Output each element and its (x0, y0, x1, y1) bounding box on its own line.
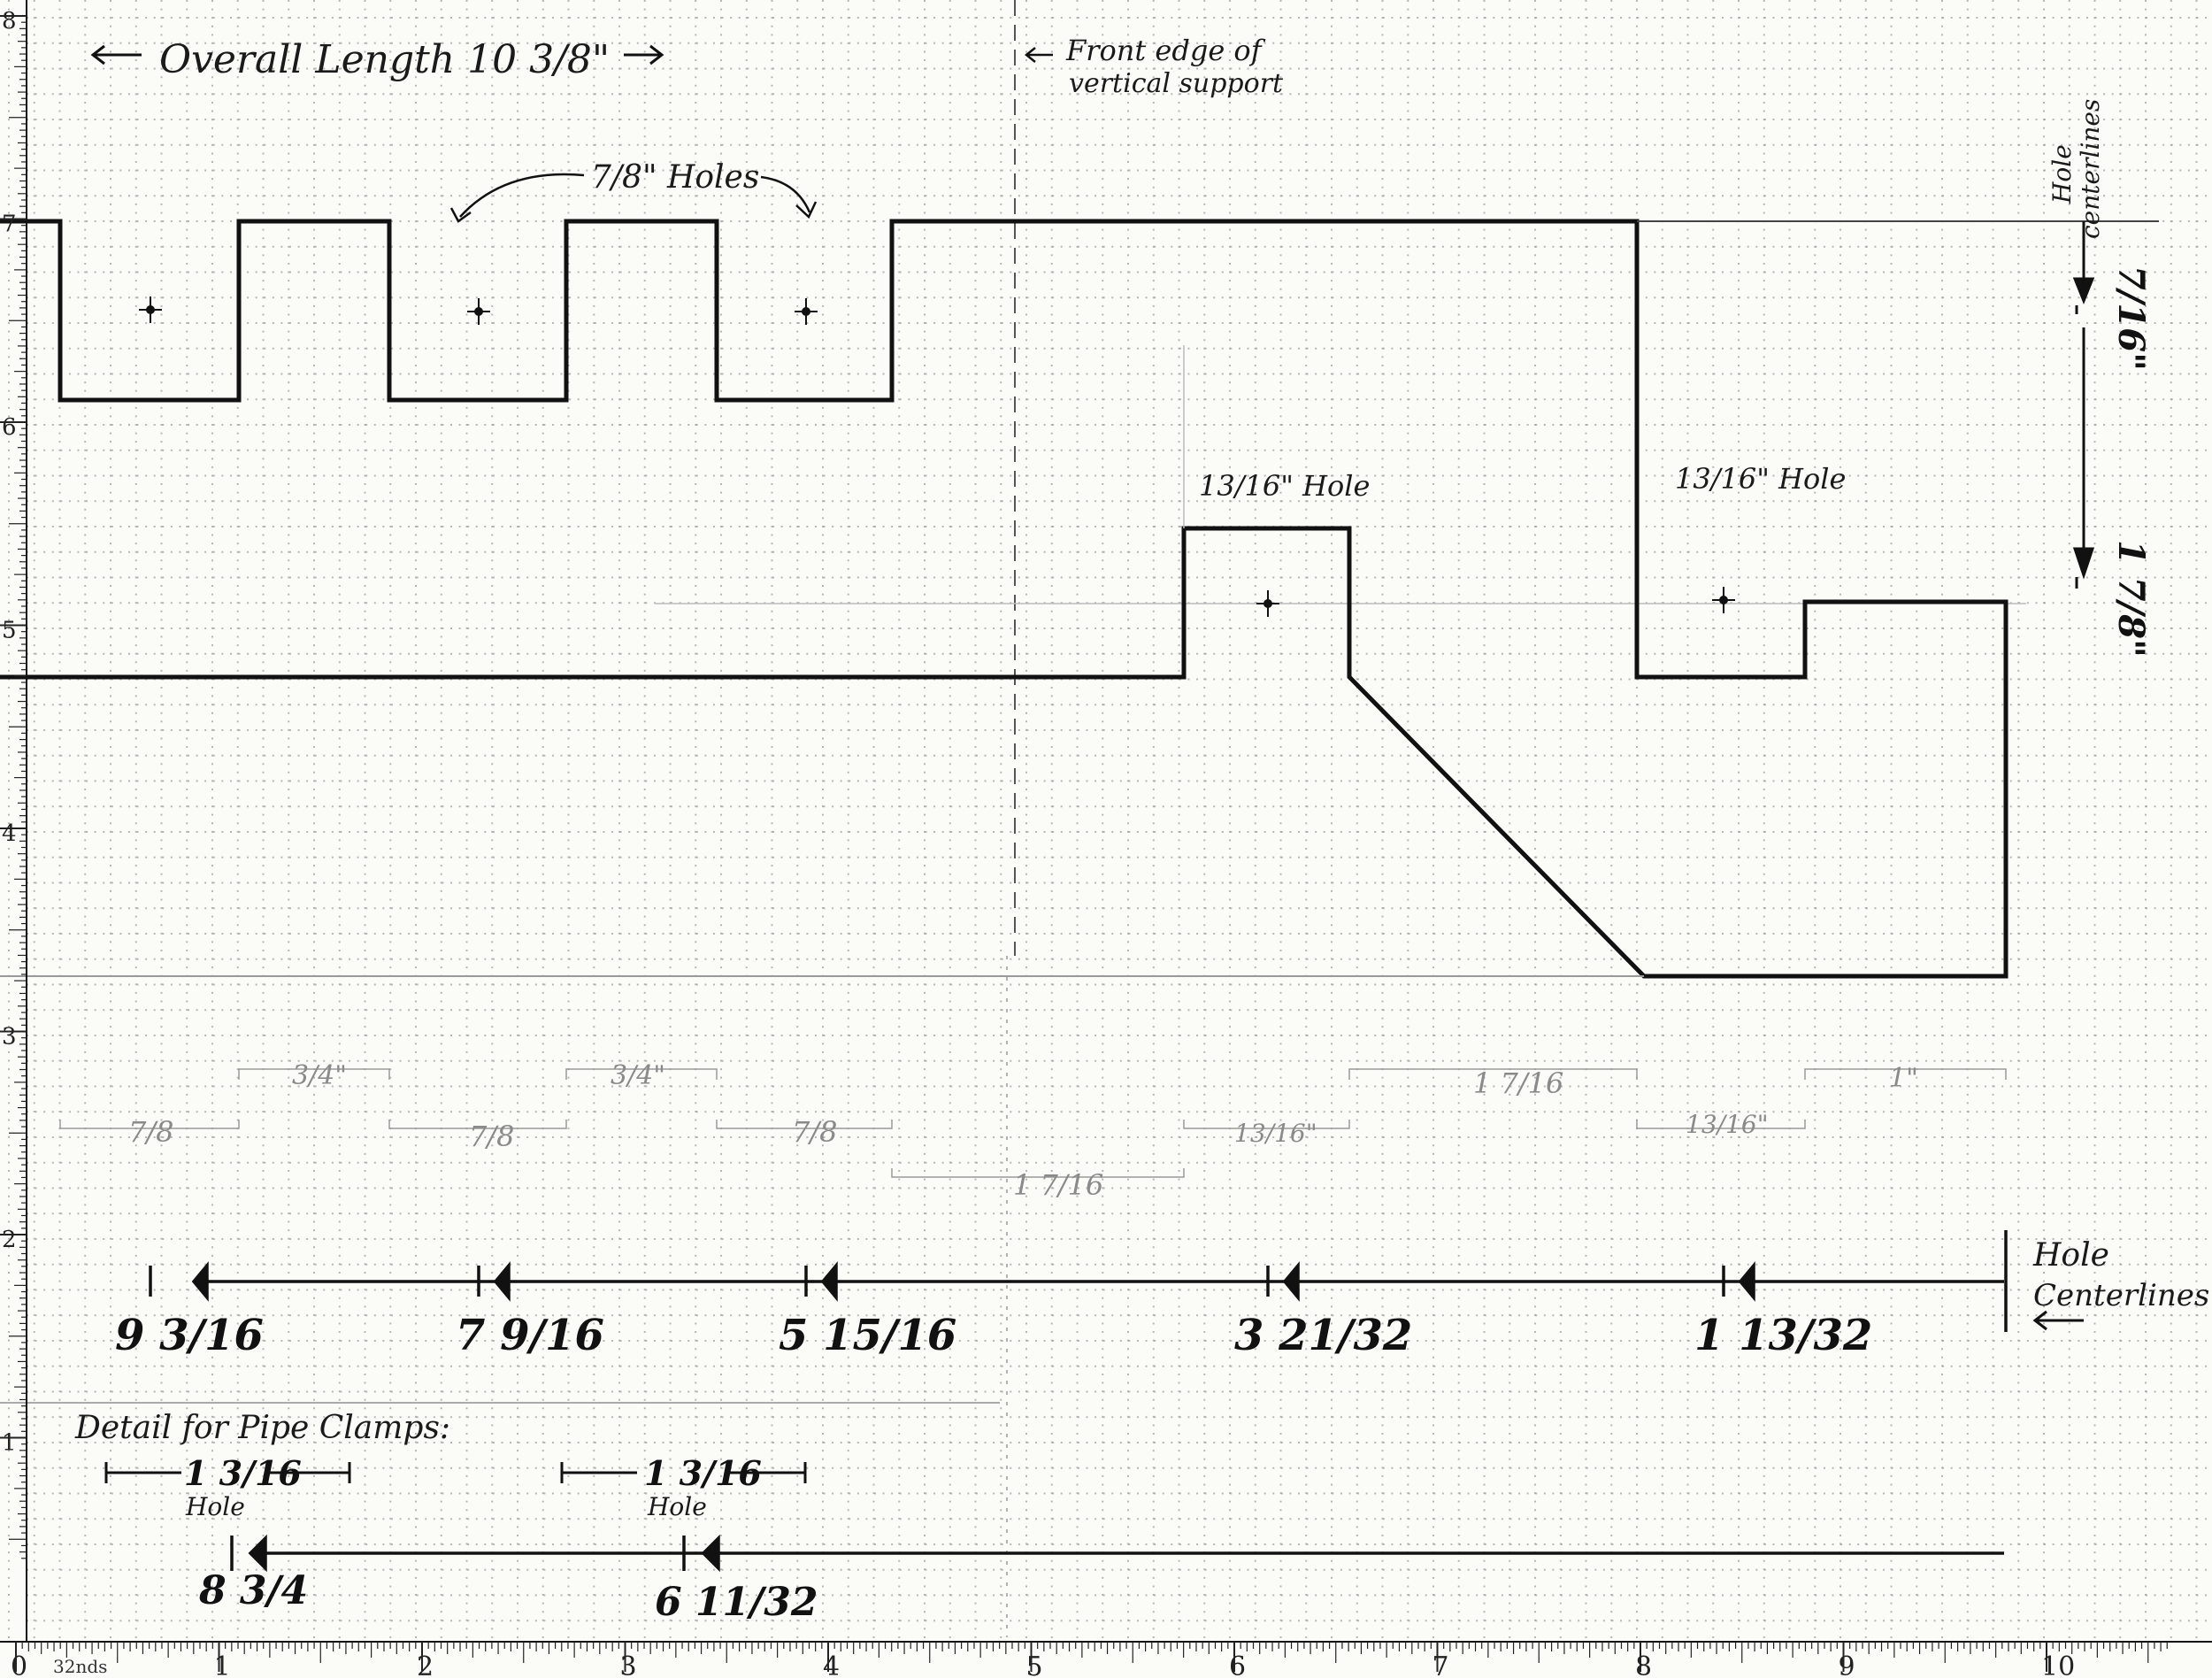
ruler-label: 7 (1432, 1651, 1449, 1678)
centerline-dim-2: 7 9/16 (456, 1311, 604, 1360)
right-arrow-icon (624, 44, 664, 65)
detail-span-b (560, 1462, 807, 1483)
faint-dim-middle-5: 13/16" (1686, 1110, 1769, 1139)
holes-78-label: 7/8" Holes (591, 159, 759, 196)
faint-dim-middle-3: 7/8 (792, 1115, 838, 1149)
ruler-label: 0 (11, 1651, 27, 1678)
left-ruler: 8 7 6 5 4 3 2 1 (0, 0, 27, 1642)
hole-1316-label-a: 13/16" Hole (1199, 469, 1370, 503)
hole-1316-label-b: 13/16" Hole (1675, 462, 1846, 496)
left-arrow-icon (1024, 47, 1053, 63)
faint-dim-lower-1: 1 7/16 (1013, 1168, 1103, 1202)
detail-span-a (104, 1462, 351, 1483)
left-arrowhead-icon (701, 1534, 720, 1573)
part-outline (0, 219, 2008, 979)
left-arrowhead-icon (493, 1261, 511, 1302)
detail-dim-b: 6 11/32 (655, 1580, 818, 1625)
right-dim-upper-group: 7/16" (2110, 266, 2152, 371)
ruler-label: 6 (2, 414, 17, 441)
ruler-unit-label: 32nds (53, 1656, 107, 1677)
hole-centerlines-top-text-1: Hole (2047, 144, 2077, 204)
ruler-label: 1 (214, 1651, 231, 1678)
detail-dim-a: 8 3/4 (198, 1568, 308, 1613)
centerline-dim-4: 3 21/32 (1234, 1311, 1412, 1360)
detail-heading: Detail for Pipe Clamps: (74, 1410, 450, 1446)
centerline-dim-5: 1 13/32 (1694, 1311, 1872, 1360)
left-arrowhead-icon (248, 1534, 267, 1573)
centerline-dim-1: 9 3/16 (115, 1311, 264, 1360)
front-edge-text-1: Front edge of (1065, 34, 1266, 67)
right-vertical-dimensions (2072, 221, 2095, 589)
front-edge-annotation: Front edge of vertical support (1024, 34, 1284, 99)
detail-span-b-sub: Hole (647, 1492, 707, 1521)
hole-centerlines-top-text-2: centerlines (2076, 99, 2105, 239)
centerline-dim-3: 5 15/16 (779, 1311, 956, 1360)
holes-78-callout: 7/8" Holes (449, 159, 818, 223)
ruler-label: 6 (1229, 1651, 1246, 1678)
overall-length-annotation: Overall Length 10 3/8" (90, 37, 664, 82)
ruler-label: 1 (2, 1430, 17, 1457)
detail-span-a-text: 1 3/16 (184, 1453, 302, 1493)
hole-center-marks (139, 296, 1735, 617)
left-arrow-icon (2032, 1310, 2084, 1331)
faint-dim-upper-3: 1 7/16 (1473, 1066, 1563, 1100)
faint-dim-middle-1: 7/8 (128, 1115, 174, 1149)
detail-span-a-sub: Hole (185, 1492, 245, 1521)
ruler-label: 3 (620, 1651, 637, 1678)
detail-dimension-row (230, 1534, 2004, 1573)
ruler-label: 9 (1839, 1651, 1855, 1678)
hole-center-mark (1712, 587, 1735, 613)
down-arrowhead-icon (2072, 547, 2095, 580)
bottom-ruler: 0 1 2 3 4 5 6 7 8 9 10 (0, 1641, 2212, 1678)
hole-center-mark (139, 296, 162, 323)
down-arrowhead-icon (2072, 277, 2095, 305)
faint-dim-upper-1: 3/4" (292, 1060, 347, 1091)
left-arrowhead-icon (191, 1261, 209, 1302)
arrowhead-icon (795, 201, 818, 219)
ruler-label: 5 (1026, 1651, 1043, 1678)
faint-dimension-lines (59, 1068, 2007, 1178)
ruler-label: 2 (2, 1227, 17, 1253)
hole-center-mark (795, 298, 818, 325)
centerline-dimension-row (149, 1230, 2008, 1332)
hole-center-mark (1256, 590, 1279, 617)
ruler-label: 8 (2, 8, 17, 35)
right-dim-upper: 7/16" (2110, 266, 2152, 371)
left-arrowhead-icon (1282, 1261, 1300, 1302)
hole-centerlines-right-text-2: Centerlines (2033, 1278, 2209, 1313)
right-dim-lower: 1 7/8" (2110, 540, 2152, 658)
ruler-label: 2 (417, 1651, 434, 1678)
ruler-label: 5 (2, 618, 17, 644)
left-arrow-icon (90, 44, 142, 65)
faint-dim-upper-2: 3/4" (611, 1060, 665, 1091)
faint-dim-middle-2: 7/8 (469, 1120, 515, 1153)
left-arrowhead-icon (1738, 1261, 1755, 1302)
ruler-label: 3 (2, 1024, 17, 1051)
hole-centerlines-top-label: Hole centerlines (2047, 99, 2105, 239)
right-dim-lower-group: 1 7/8" (2110, 540, 2152, 658)
hole-centerlines-right-text-1: Hole (2032, 1237, 2109, 1274)
curved-arrow-icon (459, 173, 585, 218)
ruler-label: 7 (2, 212, 17, 238)
ruler-label: 10 (2041, 1651, 2075, 1678)
overall-length-text: Overall Length 10 3/8" (159, 37, 610, 82)
detail-span-b-text: 1 3/16 (644, 1453, 762, 1493)
faint-dim-middle-4: 13/16" (1234, 1119, 1317, 1148)
curved-arrow-icon (760, 175, 811, 213)
hole-center-mark (467, 298, 490, 325)
faint-dim-upper-4: 1" (1889, 1063, 1918, 1094)
left-arrowhead-icon (820, 1261, 838, 1302)
ruler-label: 8 (1635, 1651, 1652, 1678)
front-edge-text-2: vertical support (1069, 68, 1284, 99)
ruler-label: 4 (823, 1651, 840, 1678)
arrowhead-icon (449, 207, 472, 223)
ruler-label: 4 (2, 820, 17, 847)
